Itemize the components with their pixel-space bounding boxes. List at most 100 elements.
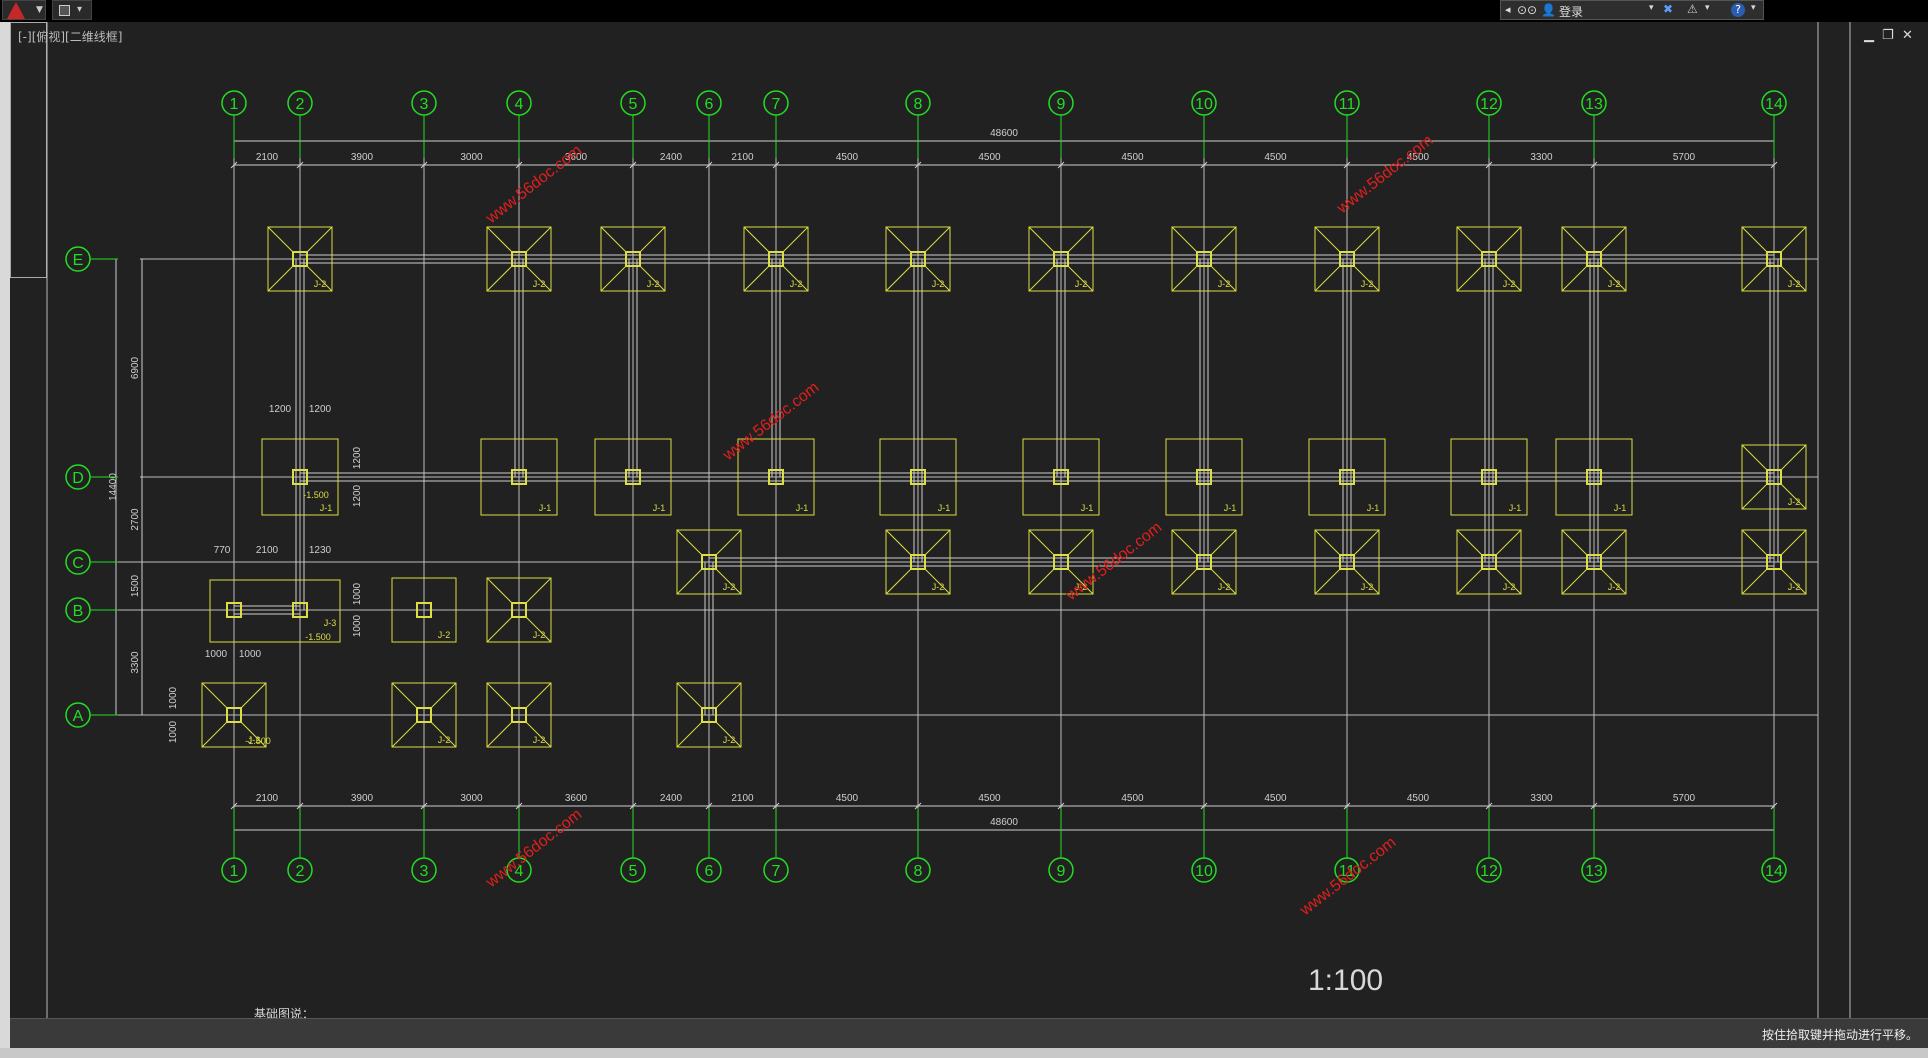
- footing-label: J-2: [790, 279, 803, 289]
- title-bar: ▼ ▾ ◂ ⊙⊙ 👤 登录 ▾ ✖ ⚠ ▾ ? ▾: [0, 0, 1928, 22]
- footing-outline: [885, 529, 951, 595]
- dimension-tick: [1770, 161, 1778, 169]
- dimension-text: 1000: [239, 649, 262, 660]
- viewport-controls[interactable]: [-][俯视][二维线框]: [18, 30, 123, 44]
- dimension-tick: [914, 161, 922, 169]
- a360-icon[interactable]: ⚠: [1687, 2, 1698, 16]
- dimension-text: 1500: [130, 574, 141, 597]
- dimension-text: 3900: [351, 152, 374, 163]
- arrow-left-icon[interactable]: ◂: [1505, 3, 1511, 16]
- footing-outline: [1555, 438, 1633, 516]
- status-bar: 按住拾取键并拖动进行平移。: [10, 1018, 1928, 1049]
- footing-slope: [1561, 568, 1588, 595]
- dimension-text: 1200: [352, 484, 363, 507]
- footing-slope: [715, 682, 742, 709]
- dimension-text: 6900: [130, 356, 141, 379]
- footing-slope: [1456, 265, 1483, 292]
- footing-slope: [240, 682, 267, 709]
- grid-bubble-label: 1: [230, 863, 239, 880]
- footing-label: J-2: [1075, 582, 1088, 592]
- chevron-down-icon[interactable]: ▾: [1751, 3, 1756, 13]
- dimension-text: 14400: [108, 473, 119, 501]
- application-menu-button[interactable]: ▼: [2, 0, 46, 20]
- footing-outline: [743, 226, 809, 292]
- footing-slope: [1561, 226, 1588, 253]
- dimension-text: 4500: [836, 793, 859, 804]
- footing-outline: [1308, 438, 1386, 516]
- elevation-label: -1.500: [245, 736, 271, 746]
- footing-slope: [1028, 226, 1055, 253]
- dimension-tick: [230, 161, 238, 169]
- login-button[interactable]: 登录: [1559, 5, 1584, 19]
- footing-slope: [267, 226, 294, 253]
- restore-icon[interactable]: ❐: [1882, 28, 1894, 43]
- footing-label: J-1: [938, 503, 951, 513]
- footing-outline: [486, 226, 552, 292]
- bottom-strip: [0, 1048, 1928, 1058]
- footing-slope: [486, 616, 513, 643]
- quick-access-button[interactable]: ▾: [52, 0, 92, 20]
- footing-slope: [1780, 483, 1807, 510]
- column-pier: [1339, 251, 1355, 267]
- grid-bubble-label: A: [73, 708, 84, 725]
- footing-slope: [1353, 529, 1380, 556]
- column-pier: [625, 469, 641, 485]
- footing-outline: [1171, 529, 1237, 595]
- dimension-text: 1000: [168, 720, 179, 743]
- footing-slope: [1780, 529, 1807, 556]
- footing-label: J-2: [1218, 582, 1231, 592]
- help-icon[interactable]: ?: [1731, 3, 1745, 17]
- watermark-text: www.56doc.com: [482, 806, 585, 892]
- column-pier: [1196, 251, 1212, 267]
- grid-bubble-label: 4: [515, 96, 524, 113]
- chevron-down-icon[interactable]: ▾: [1649, 3, 1654, 13]
- footing-slope: [1780, 444, 1807, 471]
- footing-slope: [1067, 226, 1094, 253]
- column-pier: [910, 469, 926, 485]
- dimension-tick: [420, 161, 428, 169]
- footing-label: J-2: [723, 582, 736, 592]
- footing-label: J-2: [1361, 582, 1374, 592]
- binoculars-icon[interactable]: ⊙⊙: [1517, 3, 1538, 17]
- foundation-notes-heading: 基础图说：: [254, 1006, 314, 1018]
- close-icon[interactable]: ✕: [1902, 28, 1913, 43]
- grid-bubble-label: 9: [1057, 96, 1066, 113]
- footing-slope: [1171, 226, 1198, 253]
- dimension-text: 2100: [256, 545, 279, 556]
- footing-label: J-1: [320, 503, 333, 513]
- footing-outline: [267, 226, 333, 292]
- grid-bubble-label: 7: [772, 863, 781, 880]
- dimension-text: 2100: [731, 793, 754, 804]
- dimension-text: 4500: [978, 152, 1001, 163]
- footing-label: J-2: [1608, 582, 1621, 592]
- dimension-text: 3300: [1530, 793, 1553, 804]
- footing-label: J-2: [1361, 279, 1374, 289]
- footing-slope: [1028, 529, 1055, 556]
- footing-slope: [1028, 265, 1055, 292]
- user-icon[interactable]: 👤: [1541, 3, 1556, 17]
- minimize-icon[interactable]: ▁: [1864, 28, 1874, 43]
- footing-outline: [737, 438, 815, 516]
- footing-slope: [1456, 226, 1483, 253]
- dimension-text: 1200: [352, 446, 363, 469]
- footing-label: J-2: [1503, 279, 1516, 289]
- footing-slope: [240, 721, 267, 748]
- footing-slope: [1067, 568, 1094, 595]
- footing-slope: [715, 568, 742, 595]
- grid-bubble-label: 10: [1195, 96, 1213, 113]
- dimension-tick: [1057, 802, 1065, 810]
- chevron-down-icon[interactable]: ▾: [1705, 3, 1710, 13]
- grid-bubble-label: 4: [515, 863, 524, 880]
- footing-slope: [1210, 529, 1237, 556]
- exchange-apps-icon[interactable]: ✖: [1663, 2, 1674, 16]
- dimension-text: 2100: [731, 152, 754, 163]
- footing-outline: [486, 682, 552, 748]
- footing-outline: [676, 682, 742, 748]
- column-pier: [701, 707, 717, 723]
- footing-slope: [391, 682, 418, 709]
- footing-label: J-2: [1788, 497, 1801, 507]
- scale-label: 1:100: [1308, 964, 1383, 997]
- dimension-text: 1000: [352, 582, 363, 605]
- footing-outline: [1456, 226, 1522, 292]
